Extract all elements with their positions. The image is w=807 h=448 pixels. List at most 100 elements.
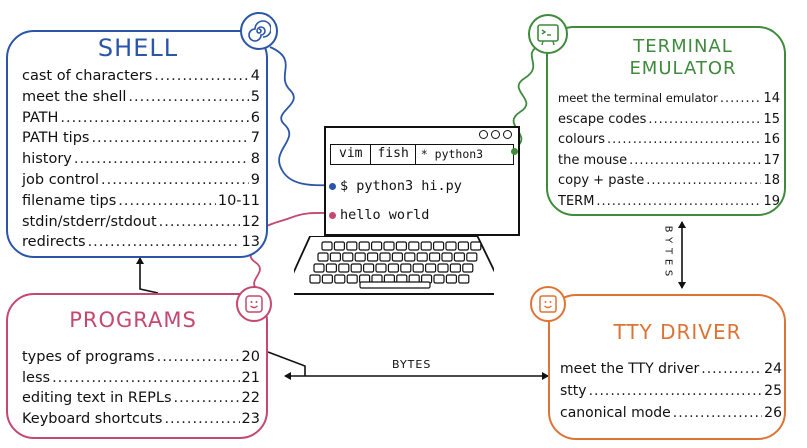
window-controls [479,130,512,139]
keyboard-key [466,252,478,262]
tty-driver-box: TTY DRIVER meet the TTY driver24 stty25 … [548,294,786,440]
tab-bar: vim fish * python3 [330,144,514,165]
tty-title: TTY DRIVER [613,320,742,344]
keyboard-key [449,263,461,273]
tab-python3[interactable]: * python3 [415,144,514,164]
tab-vim[interactable]: vim [330,144,372,164]
keyboard-key [333,241,346,251]
window-control-icon[interactable] [479,130,488,139]
program-dot-icon [329,212,336,219]
toc-entry[interactable]: less21 [22,368,260,389]
keyboard-key [470,241,482,251]
toc-entry[interactable]: types of programs20 [22,347,260,368]
toc-entry[interactable]: stty25 [560,380,782,402]
keyboard-key [458,274,470,284]
toc-entry[interactable]: TERM19 [558,192,780,213]
shell-box: SHELL cast of characters4 meet the shell… [6,30,268,258]
toc-entry[interactable]: PATH tips7 [22,128,260,149]
keyboard-key [404,252,416,262]
output-line: hello world [340,207,430,223]
programs-title: PROGRAMS [69,308,197,332]
keyboard-key [375,263,387,273]
shell-dot-icon [329,183,336,190]
keyboard-key [387,263,400,273]
keyboard-key [313,263,325,273]
shell-title: SHELL [97,34,179,62]
keyboard-key [425,263,437,273]
programs-tty-arrow [267,351,306,376]
toc-entry[interactable]: history8 [22,149,260,170]
toc-entry[interactable]: PATH6 [22,108,260,129]
keyboard-key [379,252,391,262]
keyboard-key [445,274,457,284]
toc-entry[interactable]: cast of characters4 [22,66,260,87]
bytes-horizontal-label: BYTES [392,358,432,371]
smiley-square-icon [530,286,566,322]
keyboard-key [433,274,445,284]
spiral-shell-icon [240,12,278,50]
toc-entry[interactable]: stdin/stderr/stdout12 [22,212,260,233]
terminal-toc: meet the terminal emulator14 escape code… [558,88,780,213]
keyboard-key [429,252,441,262]
toc-entry[interactable]: redirects13 [22,232,260,253]
keyboard-key [309,274,321,284]
window-control-icon[interactable] [503,130,512,139]
keyboard-key [420,241,432,251]
toc-entry[interactable]: Keyboard shortcuts23 [22,409,260,430]
keyboard-key [338,263,350,273]
toc-entry[interactable]: canonical mode26 [560,402,782,424]
toc-entry[interactable]: escape codes15 [558,110,780,131]
keyboard-key [412,263,424,273]
keyboard-key [457,241,469,251]
keyboard-key [325,263,338,273]
terminal-emulator-box: TERMINAL EMULATOR meet the terminal emul… [546,26,786,216]
keyboard-key [400,263,412,273]
keyboard-key [334,274,346,284]
toc-entry[interactable]: the mouse17 [558,151,780,172]
keyboard-key [370,241,383,251]
keyboard-key [441,252,453,262]
keyboard-key [408,241,420,251]
keyboard-key [395,241,408,251]
keyboard-key [317,252,329,262]
keyboard-key [350,263,362,273]
terminal-dot-icon [511,148,518,155]
terminal-window-icon [528,14,568,54]
tab-fish[interactable]: fish [371,144,416,164]
shell-coil-connector [269,46,331,187]
terminal-title-line2: EMULATOR [629,58,737,79]
keyboard-key [329,252,342,262]
toc-entry[interactable]: meet the shell5 [22,87,260,108]
programs-toc: types of programs20 less21 editing text … [22,347,260,429]
keyboard-key [342,252,354,262]
laptop: vim fish * python3 $ python3 hi.py hello… [324,126,520,236]
keyboard-key [462,263,474,273]
keyboard-key [358,241,370,251]
tty-toc: meet the TTY driver24 stty25 canonical m… [560,358,782,424]
toc-entry[interactable]: editing text in REPLs22 [22,388,260,409]
command-line: $ python3 hi.py [340,178,462,194]
keyboard-key [445,241,457,251]
window-control-icon[interactable] [491,130,500,139]
terminal-title-line1: TERMINAL [633,36,733,57]
smiley-program-icon [236,286,272,322]
toc-entry[interactable]: copy + paste18 [558,171,780,192]
shell-toc: cast of characters4 meet the shell5 PATH… [22,66,260,253]
keyboard-key [391,252,404,262]
keyboard-key [362,263,375,273]
toc-entry[interactable]: filename tips10-11 [22,191,260,212]
programs-box: PROGRAMS types of programs20 less21 edit… [6,293,268,439]
toc-entry[interactable]: job control9 [22,170,260,191]
keyboard-key [383,241,395,251]
keyboard-key [437,263,449,273]
keyboard-key [354,252,366,262]
laptop-keyboard [294,236,494,295]
keyboard-key [416,252,428,262]
toc-entry[interactable]: colours16 [558,130,780,151]
programs-to-shell-arrow [136,257,159,294]
toc-entry[interactable]: meet the terminal emulator14 [558,88,780,110]
toc-entry[interactable]: meet the TTY driver24 [560,358,782,380]
keyboard-key [321,241,333,251]
